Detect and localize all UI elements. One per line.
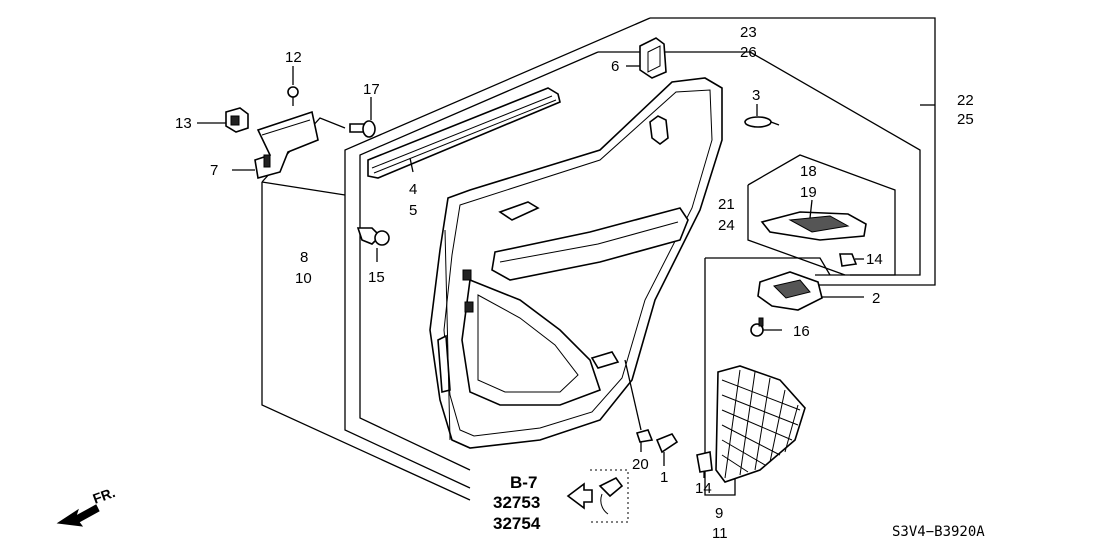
callout-13: 13	[175, 115, 192, 132]
callout-26: 26	[740, 44, 757, 61]
diagram-code: S3V4−B3920A	[892, 524, 985, 540]
callout-4: 4	[409, 181, 417, 198]
callout-5: 5	[409, 202, 417, 219]
power-window-switch-2	[757, 271, 864, 311]
reference-block: B-7 32753 32754	[493, 473, 541, 533]
callout-17: 17	[363, 81, 380, 98]
callout-21: 21	[718, 196, 735, 213]
callout-11: 11	[712, 525, 728, 542]
reference-part-a: 32753	[493, 493, 540, 512]
callout-labels: 12 13 7 17 6 23 26 3 22 25 4 5 18 19 21 …	[175, 24, 974, 542]
trim-cap-6	[626, 37, 667, 79]
callout-3: 3	[752, 87, 760, 104]
callout-2: 2	[872, 290, 880, 307]
assembly-outline-18-19	[747, 154, 896, 276]
callout-22: 22	[957, 92, 974, 109]
bracket-7	[232, 110, 319, 180]
screw-17	[349, 97, 376, 138]
front-direction-label: FR.	[91, 484, 118, 507]
callout-16: 16	[793, 323, 810, 340]
assembly-outline-22-25	[344, 17, 936, 489]
reference-part-b: 32754	[493, 514, 541, 533]
callout-18: 18	[800, 163, 817, 180]
clip-14-lower	[696, 451, 713, 478]
callout-12: 12	[285, 49, 302, 66]
reference-inset	[566, 469, 629, 523]
callout-14-lower: 14	[695, 480, 712, 497]
clip-15	[356, 227, 390, 262]
callout-20: 20	[632, 456, 649, 473]
assembly-outline-9-11	[704, 257, 831, 496]
callout-8: 8	[300, 249, 308, 266]
screw-12	[287, 66, 299, 106]
callout-1: 1	[660, 469, 668, 486]
switch-panel-18-19	[760, 199, 867, 241]
callout-23: 23	[740, 24, 757, 41]
callout-24: 24	[718, 217, 735, 234]
clip-14-upper	[839, 253, 864, 267]
callout-6: 6	[611, 58, 619, 75]
screw-16	[750, 317, 782, 337]
callout-7: 7	[210, 162, 218, 179]
front-direction-arrow: FR.	[56, 484, 118, 527]
callout-9: 9	[715, 505, 723, 522]
clip-13	[197, 107, 249, 133]
callout-10: 10	[295, 270, 312, 287]
speaker-grille-9-11	[715, 365, 806, 483]
clip-20	[624, 359, 654, 452]
callout-14-upper: 14	[866, 251, 883, 268]
callout-15: 15	[368, 269, 385, 286]
clip-1	[655, 433, 679, 466]
reference-section: B-7	[510, 473, 537, 492]
clip-3	[744, 104, 780, 128]
weatherstrip-4-5	[367, 87, 561, 179]
callout-19: 19	[800, 184, 817, 201]
callout-25: 25	[957, 111, 974, 128]
door-panel-8-10	[429, 77, 723, 449]
